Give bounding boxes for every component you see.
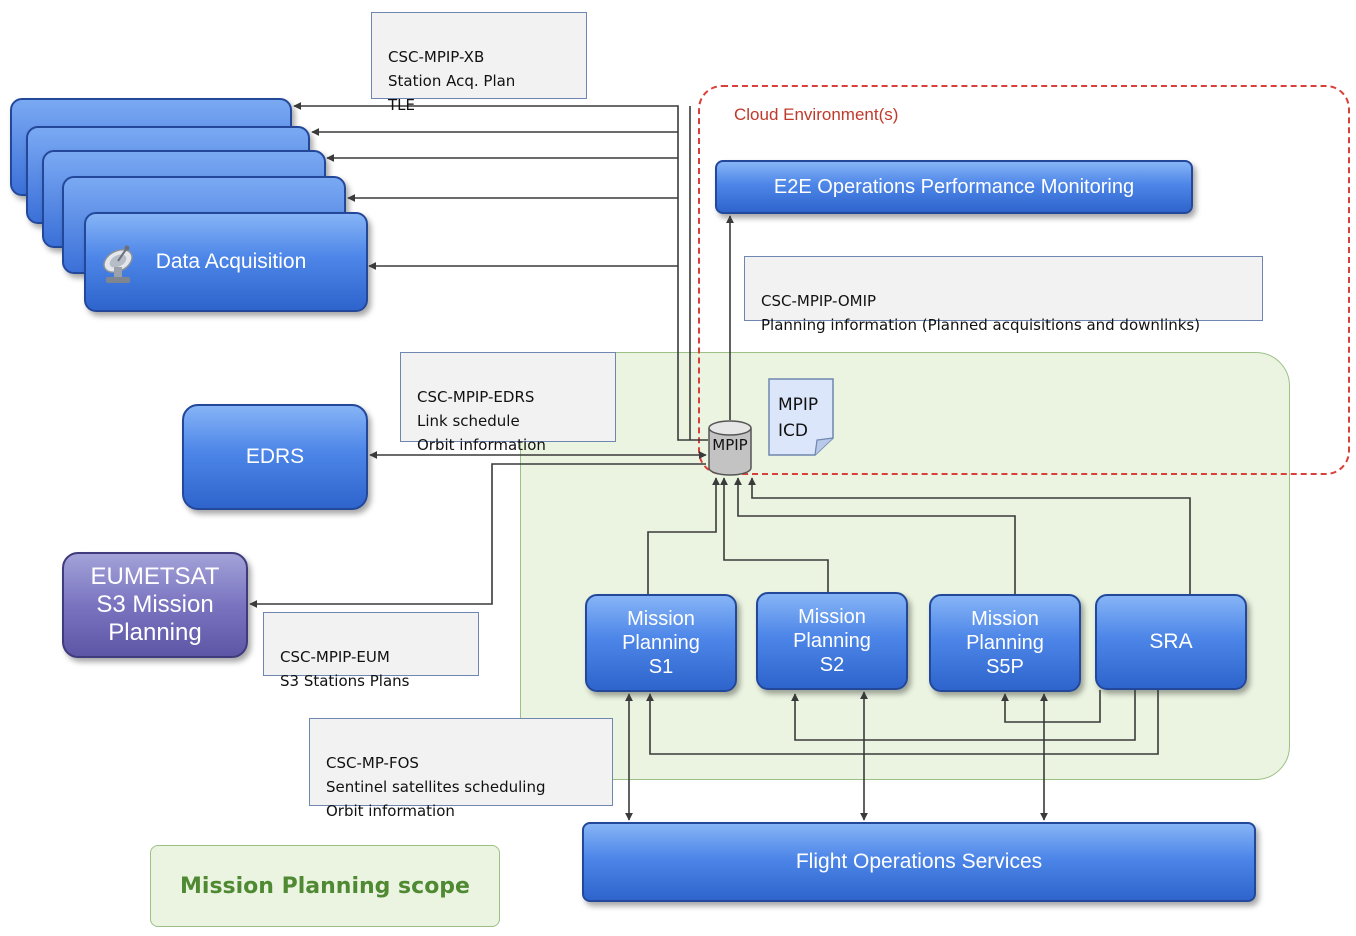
- edrs-block[interactable]: EDRS: [182, 404, 368, 510]
- eumetsat-label: EUMETSAT S3 Mission Planning: [90, 563, 220, 646]
- document-icon: [768, 378, 834, 456]
- mission-planning-s5p-block[interactable]: Mission Planning S5P: [929, 594, 1081, 692]
- flight-operations-services-block[interactable]: Flight Operations Services: [582, 822, 1256, 902]
- edrs-label: EDRS: [245, 445, 305, 469]
- mission-planning-s5p-label: Mission Planning S5P: [966, 608, 1044, 678]
- e2e-label: E2E Operations Performance Monitoring: [773, 176, 1135, 198]
- fos-note-text: CSC-MP-FOS Sentinel satellites schedulin…: [326, 754, 546, 820]
- sra-label: SRA: [1149, 630, 1193, 654]
- satellite-dish-icon: [96, 242, 140, 286]
- mission-planning-s1-block[interactable]: Mission Planning S1: [585, 594, 737, 692]
- csc-mp-fos-note: CSC-MP-FOS Sentinel satellites schedulin…: [309, 718, 613, 820]
- csc-mpip-xb-note: CSC-MPIP-XB Station Acq. Plan TLE: [371, 12, 587, 114]
- omip-note-text: CSC-MPIP-OMIP Planning information (Plan…: [761, 292, 1201, 334]
- eumetsat-s3-mission-planning-block[interactable]: EUMETSAT S3 Mission Planning: [62, 552, 248, 658]
- mpip-icd-label: MPIP ICD: [778, 395, 819, 441]
- data-acquisition-label: Data Acquisition: [155, 250, 307, 274]
- csc-mpip-eum-note: CSC-MPIP-EUM S3 Stations Plans: [263, 612, 479, 690]
- legend-label: Mission Planning scope: [180, 873, 470, 899]
- mission-planning-scope-legend: Mission Planning scope: [150, 845, 500, 927]
- csc-mpip-omip-note: CSC-MPIP-OMIP Planning information (Plan…: [744, 256, 1263, 334]
- cloud-environment-label: Cloud Environment(s): [734, 105, 899, 124]
- e2e-operations-monitoring-block[interactable]: E2E Operations Performance Monitoring: [715, 160, 1193, 214]
- csc-mpip-edrs-note: CSC-MPIP-EDRS Link schedule Orbit inform…: [400, 352, 616, 454]
- sra-block[interactable]: SRA: [1095, 594, 1247, 690]
- data-acquisition-block[interactable]: Data Acquisition: [84, 212, 368, 312]
- xb-note-text: CSC-MPIP-XB Station Acq. Plan TLE: [388, 48, 516, 114]
- edrs-note-text: CSC-MPIP-EDRS Link schedule Orbit inform…: [417, 388, 546, 454]
- mission-planning-s2-label: Mission Planning S2: [793, 606, 871, 676]
- mpip-database[interactable]: MPIP: [705, 420, 755, 476]
- eum-note-text: CSC-MPIP-EUM S3 Stations Plans: [280, 648, 410, 690]
- mpip-icd-document[interactable]: MPIP ICD: [768, 378, 834, 456]
- mission-planning-s2-block[interactable]: Mission Planning S2: [756, 592, 908, 690]
- flight-operations-services-label: Flight Operations Services: [795, 850, 1043, 874]
- mission-planning-s1-label: Mission Planning S1: [622, 608, 700, 678]
- mpip-label: MPIP: [712, 436, 748, 454]
- database-icon: [708, 420, 752, 476]
